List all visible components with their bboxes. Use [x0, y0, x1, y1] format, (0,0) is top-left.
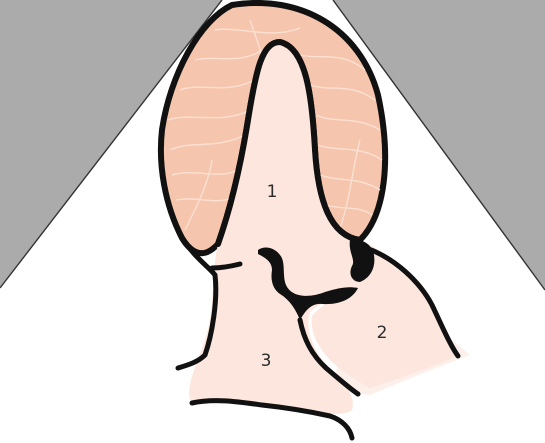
- region-label-2: 2: [377, 323, 388, 343]
- region-label-3: 3: [261, 351, 272, 371]
- region-label-1: 1: [267, 182, 278, 202]
